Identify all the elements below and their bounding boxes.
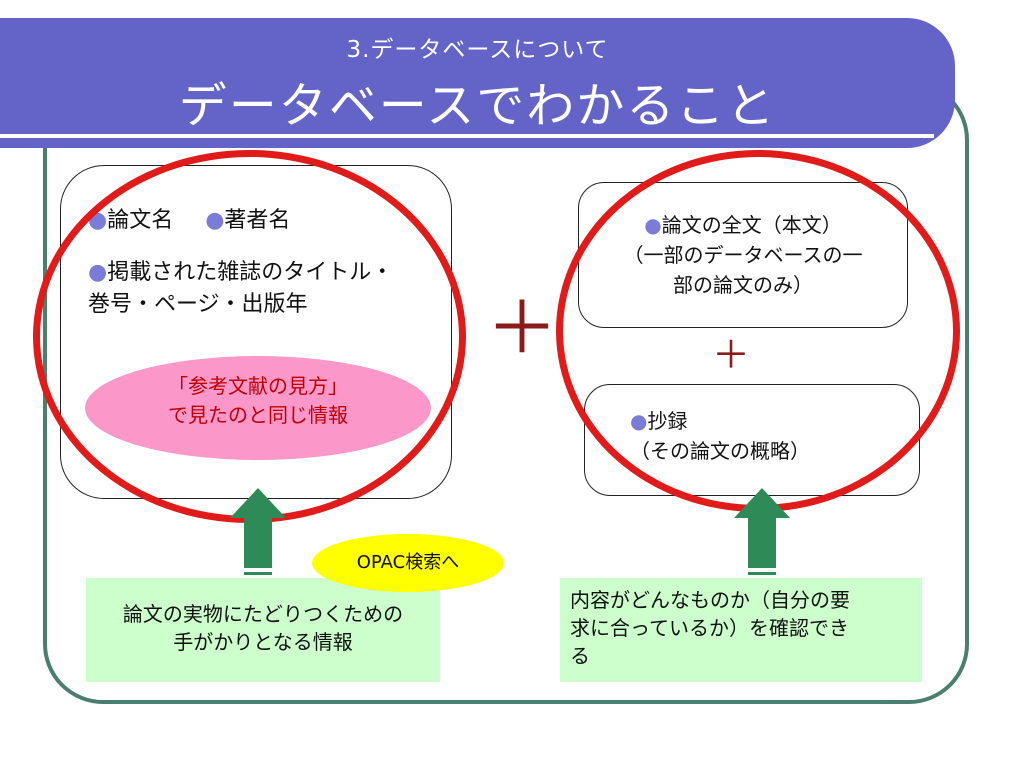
left-note-text: 論文の実物にたどりつくための 手がかりとなる情報	[86, 600, 440, 656]
right-highlight-ring	[556, 150, 960, 512]
slide-title: データベースでわかること	[178, 78, 777, 134]
left-note-box	[86, 578, 440, 682]
left-note-line1: 論文の実物にたどりつくための	[122, 602, 404, 626]
opac-search-badge: OPAC検索へ	[312, 534, 504, 592]
right-note-line3: る	[570, 644, 590, 668]
left-note-line2: 手がかりとなる情報	[173, 630, 353, 654]
right-note-line2: 求に合っているか）を確認でき	[570, 616, 849, 640]
up-arrow-left-icon	[230, 488, 286, 582]
left-highlight-ring	[33, 150, 466, 523]
slide-subtitle: 3.データベースについて	[346, 37, 609, 63]
plus-icon: ＋	[486, 286, 559, 370]
right-note-text: 内容がどんなものか（自分の要 求に合っているか）を確認でき る	[570, 586, 920, 670]
right-note-box	[560, 578, 922, 682]
up-arrow-right-icon	[734, 488, 790, 582]
right-note-line1: 内容がどんなものか（自分の要	[570, 588, 850, 612]
title-underline	[0, 134, 934, 138]
title-bar	[0, 18, 955, 148]
